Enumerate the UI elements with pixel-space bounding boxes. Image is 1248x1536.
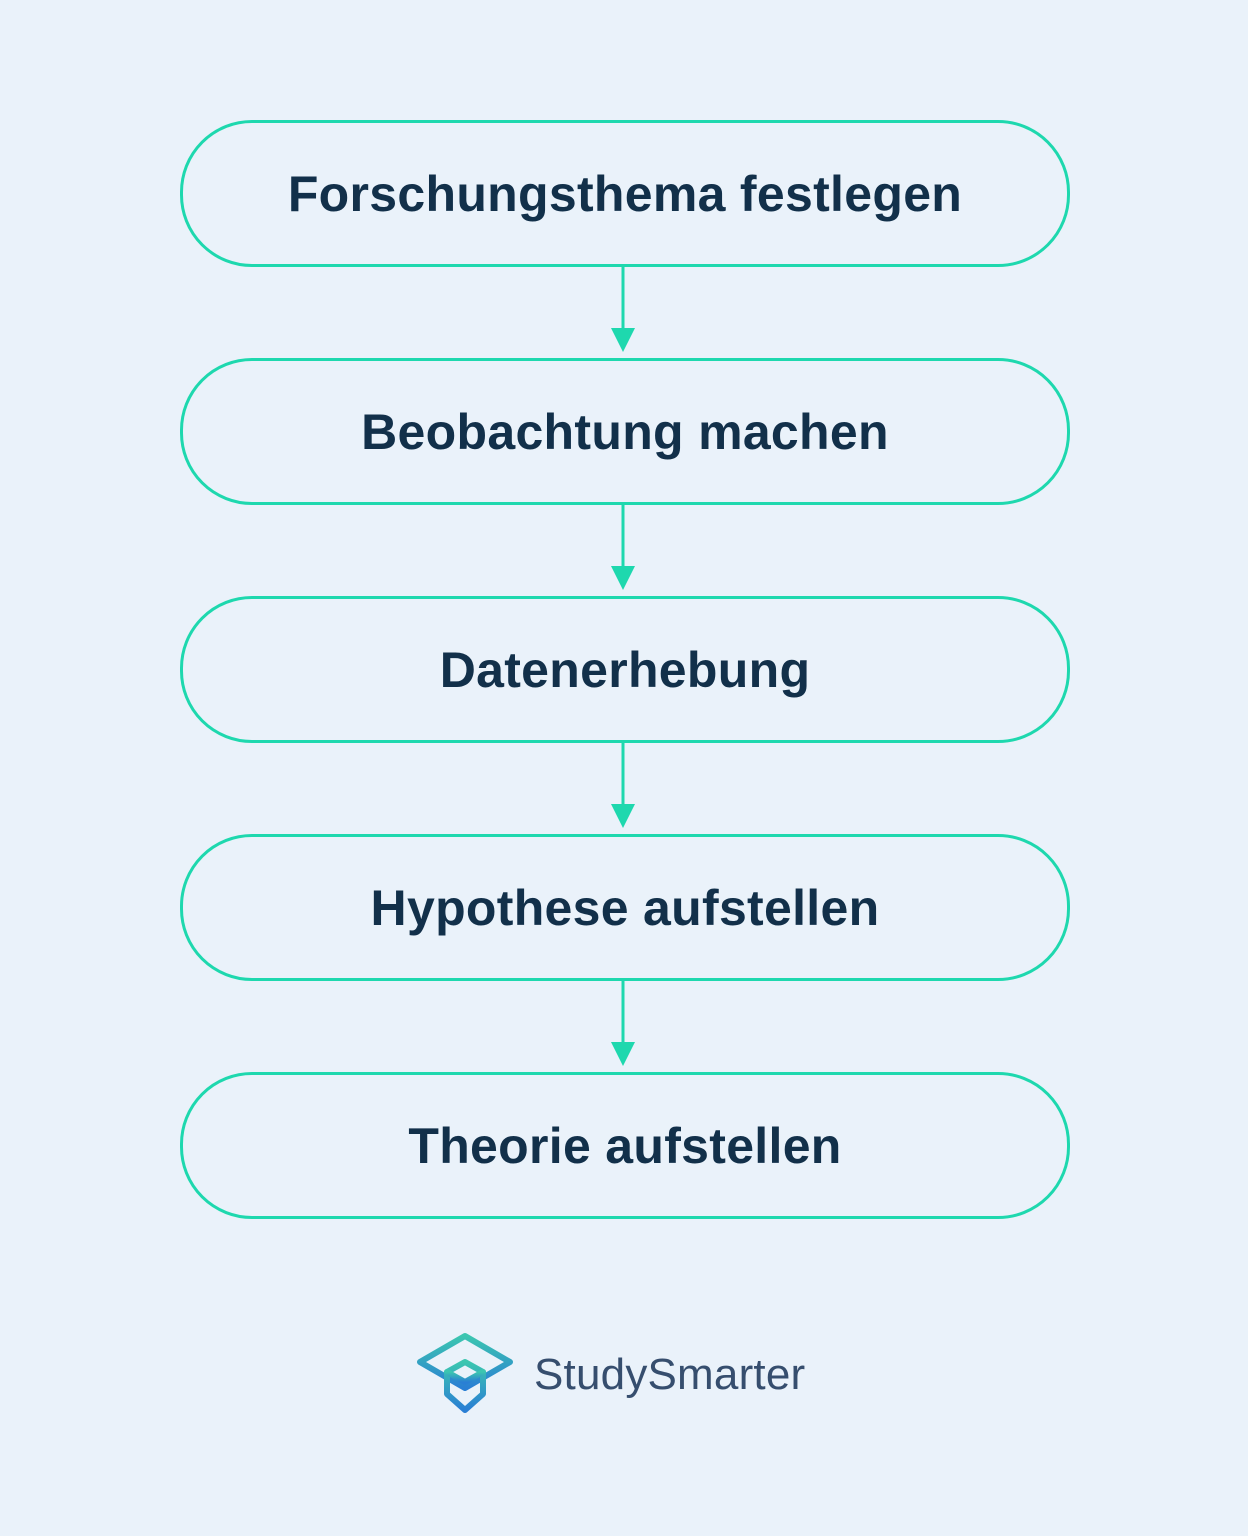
arrow-down-icon [611, 264, 635, 352]
step-2: Beobachtung machen [180, 358, 1070, 505]
step-3: Datenerhebung [180, 596, 1070, 743]
step-5-label: Theorie aufstellen [408, 1117, 842, 1174]
step-1: Forschungsthema festlegen [180, 120, 1070, 267]
arrow-down-icon [611, 502, 635, 590]
graduation-cap-box-icon [417, 1333, 513, 1413]
step-2-label: Beobachtung machen [361, 403, 889, 460]
step-5: Theorie aufstellen [180, 1072, 1070, 1219]
brand-name: StudySmarter [534, 1350, 806, 1399]
step-3-label: Datenerhebung [439, 641, 811, 698]
step-4-label: Hypothese aufstellen [370, 879, 880, 936]
brand-logo: StudySmarter [414, 1330, 844, 1420]
arrow-down-icon [611, 978, 635, 1066]
step-1-label: Forschungsthema festlegen [287, 165, 963, 222]
step-4: Hypothese aufstellen [180, 834, 1070, 981]
arrow-down-icon [611, 740, 635, 828]
